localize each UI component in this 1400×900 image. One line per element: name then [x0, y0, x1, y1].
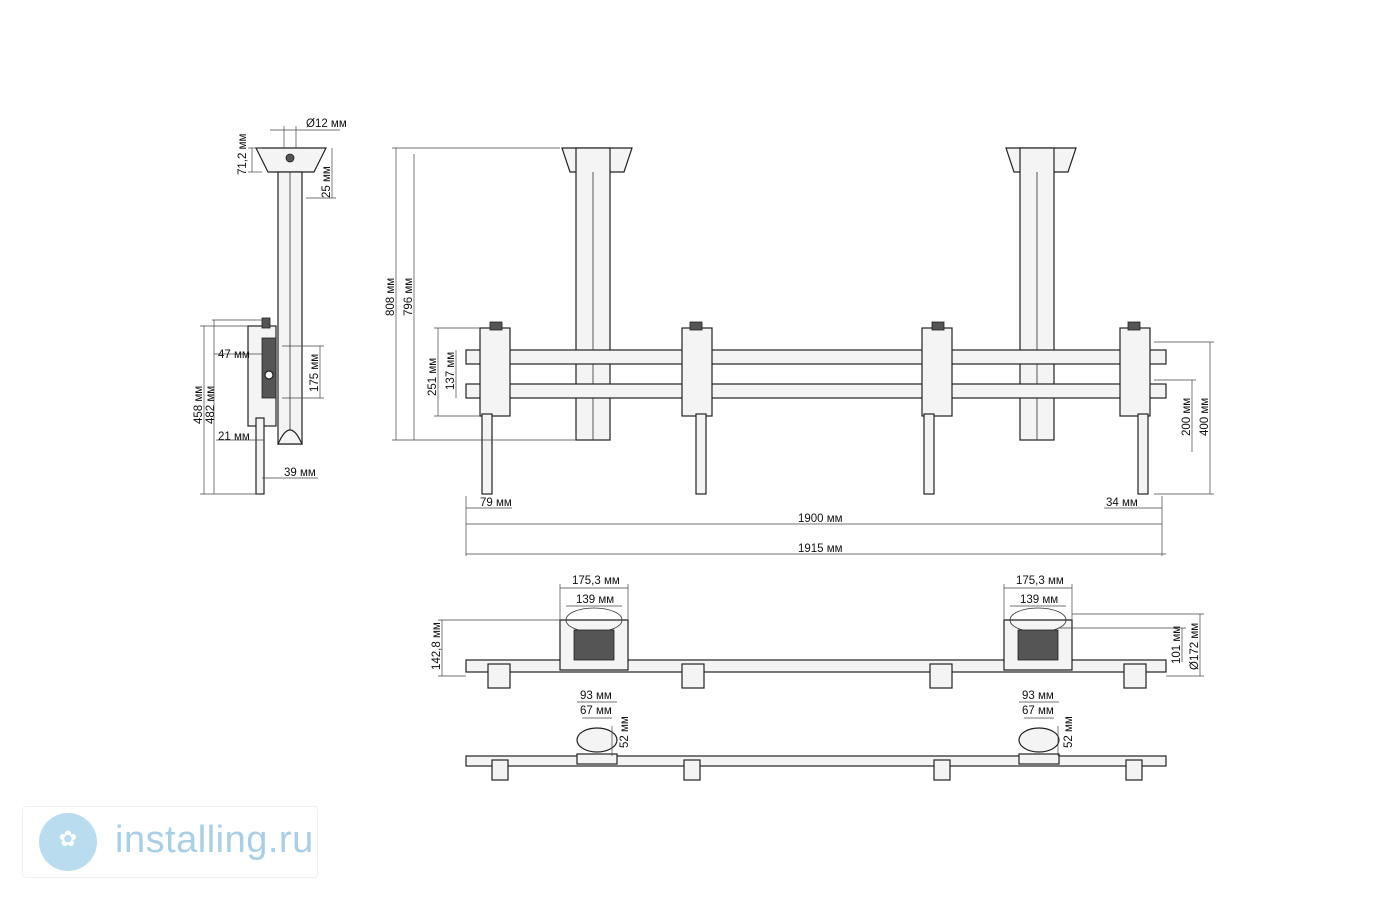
top-plate-right — [1003, 607, 1073, 671]
dim-offset: 21 мм — [218, 431, 250, 443]
dim-diameter: Ø12 мм — [306, 118, 347, 130]
side-hanger — [255, 417, 265, 495]
bottom-clamp-left — [576, 727, 618, 765]
upper-rail — [465, 349, 1167, 365]
dim-right-edge: 34 мм — [1106, 497, 1138, 509]
bottom-rail — [465, 755, 1167, 767]
dim-vesa-b: 400 мм — [1199, 398, 1211, 436]
front-view: 808 мм 796 мм 251 мм 137 мм 200 мм 400 м… — [385, 147, 1214, 556]
top-plate-left — [559, 607, 629, 671]
site-logo[interactable]: ✿ installing.ru — [22, 806, 318, 878]
hanger-1 — [479, 321, 511, 495]
dim-depth: 39 мм — [284, 467, 316, 479]
dim-rail-gap: 137 мм — [445, 352, 457, 390]
dim-hole-b: Ø172 мм — [1189, 623, 1201, 670]
dim-drop-total: 808 мм — [385, 278, 397, 316]
dim-vesa-a: 200 мм — [1181, 398, 1193, 436]
dim-clamp-right-inner: 67 мм — [1022, 705, 1054, 717]
dim-width-inner: 1900 мм — [798, 513, 843, 525]
dim-clamp-left-height: 52 мм — [619, 716, 631, 748]
logo-text: installing.ru — [115, 819, 314, 861]
bottom-clamp-right — [1018, 727, 1060, 765]
hanger-2 — [681, 321, 713, 495]
dim-clamp-right-height: 52 мм — [1063, 716, 1075, 748]
hanger-3 — [921, 321, 953, 495]
side-view: Ø12 мм 71,2 мм 25 мм 47 мм 175 мм 458 мм… — [193, 118, 347, 495]
dim-plate-depth: 142,8 мм — [431, 622, 443, 670]
lower-rail — [465, 383, 1167, 399]
dim-top-plate: 71,2 мм — [237, 134, 249, 175]
top-view: 175,3 мм 139 мм 175,3 мм 139 мм 142,8 мм… — [431, 575, 1204, 689]
side-clamp — [261, 337, 277, 399]
dim-flange: 25 мм — [321, 166, 333, 198]
bottom-view: 93 мм 67 мм 52 мм 93 мм 67 мм 52 мм — [465, 690, 1167, 781]
dim-plate-left-inner: 139 мм — [576, 594, 614, 606]
hanger-4 — [1119, 321, 1151, 495]
dim-plate-left-outer: 175,3 мм — [572, 575, 620, 587]
dim-drop-pole: 796 мм — [403, 278, 415, 316]
dim-adapter: 47 мм — [218, 349, 250, 361]
dim-bracket: 175 мм — [309, 354, 321, 392]
dim-hole-a: 101 мм — [1171, 626, 1183, 664]
dim-clamp-left-outer: 93 мм — [580, 690, 612, 702]
dim-left-edge: 79 мм — [480, 497, 512, 509]
dim-plate-right-inner: 139 мм — [1020, 594, 1058, 606]
top-rail — [465, 659, 1167, 673]
dim-clamp-right-outer: 93 мм — [1022, 690, 1054, 702]
dim-height-a: 458 мм — [193, 386, 205, 424]
dim-width-outer: 1915 мм — [798, 543, 843, 555]
bolt-icon — [285, 153, 295, 163]
cloud-logo-icon: ✿ — [39, 813, 97, 871]
dim-rail-span: 251 мм — [427, 358, 439, 396]
dim-plate-right-outer: 175,3 мм — [1016, 575, 1064, 587]
pole-foot — [277, 429, 303, 445]
dim-height-b: 482 мм — [205, 386, 217, 424]
dim-clamp-left-inner: 67 мм — [580, 705, 612, 717]
